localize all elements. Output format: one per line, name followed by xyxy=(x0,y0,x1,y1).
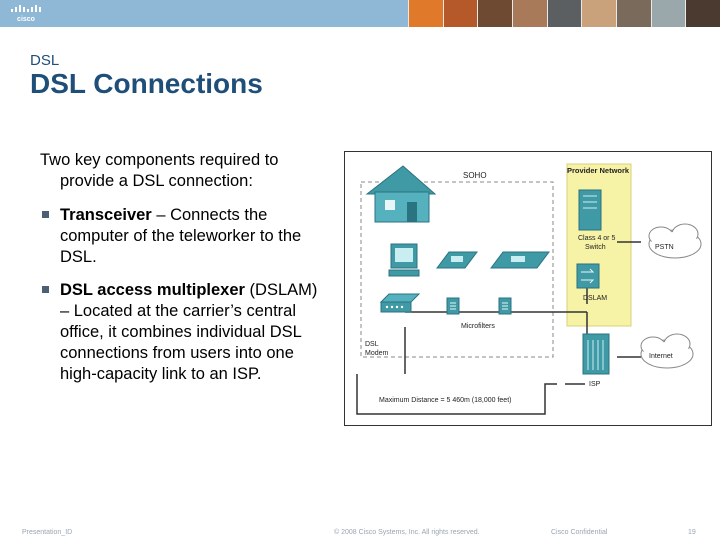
microfilter-icon xyxy=(446,297,460,315)
telephone-icon xyxy=(490,251,550,269)
header-photo xyxy=(408,0,443,27)
dsl-modem-icon xyxy=(379,293,421,313)
bullet-item: Transceiver – Connects the computer of t… xyxy=(40,205,330,268)
header-photo xyxy=(477,0,513,27)
computer-icon xyxy=(388,243,420,277)
bullet-item: DSL access multiplexer (DSLAM) – Located… xyxy=(40,280,330,385)
microfilters-label: Microfilters xyxy=(461,323,495,330)
dslam-label: DSLAM xyxy=(583,295,607,302)
pstn-cloud-icon xyxy=(648,223,702,259)
switch-label-line2: Switch xyxy=(585,244,606,251)
bullet-term: Transceiver xyxy=(60,206,152,224)
provider-network-label: Provider Network xyxy=(567,166,630,175)
bullet-text: – Connects the computer of the teleworke… xyxy=(60,206,302,266)
isp-building-icon xyxy=(582,333,610,375)
header-bar: cisco xyxy=(0,0,720,27)
soho-boundary xyxy=(360,181,554,358)
isp-label: ISP xyxy=(589,381,601,388)
header-photo xyxy=(512,0,547,27)
header-photo xyxy=(650,0,686,27)
page-number: 19 xyxy=(688,529,696,536)
svg-text:cisco: cisco xyxy=(17,16,35,23)
bullet-square-icon xyxy=(42,286,49,293)
header-photo xyxy=(546,0,582,27)
bullet-text: (DSLAM) – Located at the carrier’s centr… xyxy=(60,281,318,383)
footer-confidential: Cisco Confidential xyxy=(551,529,608,536)
microfilter-icon xyxy=(498,297,512,315)
distance-bracket xyxy=(356,374,557,415)
section-label: DSL xyxy=(30,52,60,69)
footer-copyright: © 2008 Cisco Systems, Inc. All rights re… xyxy=(334,529,480,536)
internet-cloud-icon xyxy=(640,333,694,369)
pstn-label: PSTN xyxy=(655,244,674,251)
modem-label-line1: DSL xyxy=(365,341,379,348)
intro-text: Two key components required to provide a… xyxy=(40,151,279,190)
header-photo xyxy=(685,0,720,27)
slide-title: DSL Connections xyxy=(30,68,263,99)
switch-label-line1: Class 4 or 5 xyxy=(578,235,615,242)
soho-label: SOHO xyxy=(463,171,487,180)
footer-presentation-id: Presentation_ID xyxy=(22,529,73,536)
cisco-logo: cisco xyxy=(11,5,41,23)
telephone-icon xyxy=(436,251,478,269)
header-photo-strip xyxy=(408,0,720,27)
switch-icon xyxy=(578,189,602,231)
internet-label: Internet xyxy=(649,353,673,360)
dslam-icon xyxy=(576,263,600,289)
modem-label-line2: Modem xyxy=(365,350,389,357)
distance-label: Maximum Distance = 5 460m (18,000 feet) xyxy=(379,397,511,404)
house-icon xyxy=(365,165,437,223)
bullet-square-icon xyxy=(42,211,49,218)
header-photo xyxy=(442,0,478,27)
slide-body: Two key components required to provide a… xyxy=(40,150,330,397)
bullet-term: DSL access multiplexer xyxy=(60,281,245,299)
header-photo xyxy=(616,0,651,27)
header-photo xyxy=(581,0,617,27)
dsl-diagram: SOHO Provider Network Class 4 or 5 Switc… xyxy=(344,151,712,426)
